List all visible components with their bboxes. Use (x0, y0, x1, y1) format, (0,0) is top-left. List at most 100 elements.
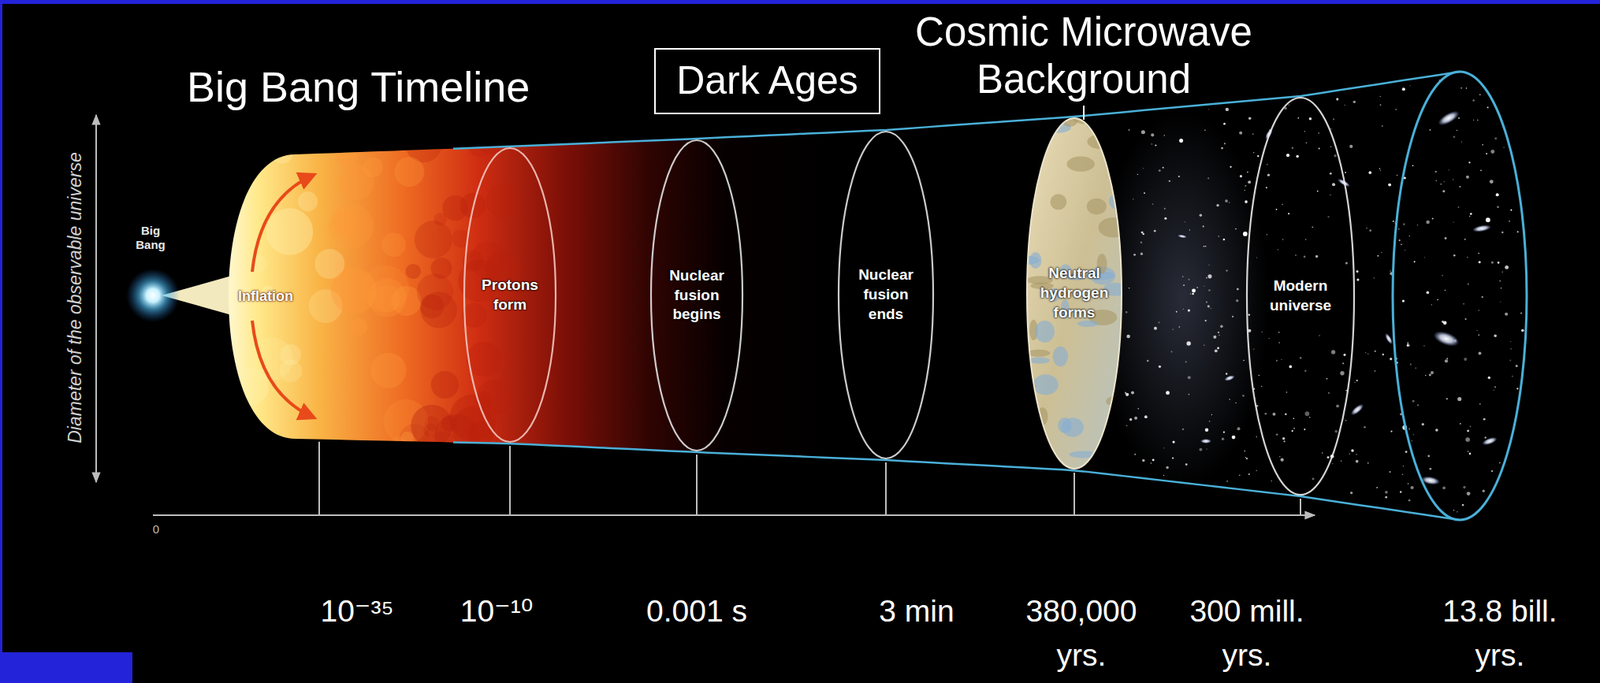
star (1267, 174, 1270, 177)
star (1125, 311, 1128, 313)
star (1268, 338, 1270, 339)
diameter-axis (95, 115, 97, 483)
star (1243, 450, 1246, 452)
era-box: Dark Ages (654, 48, 881, 115)
star (1409, 235, 1411, 238)
star (1187, 308, 1191, 312)
black-ground (2, 3, 1600, 683)
star (1402, 465, 1404, 467)
star (1477, 253, 1480, 255)
galaxy (1177, 234, 1188, 239)
star (1356, 279, 1359, 282)
star (1444, 290, 1446, 291)
ring-stroke (1246, 97, 1355, 495)
star (1287, 212, 1290, 215)
star (1182, 428, 1184, 431)
cmb-spot (1067, 156, 1095, 172)
fire-blob (486, 183, 521, 219)
star (1132, 198, 1134, 200)
cmb-spot (1102, 116, 1124, 123)
star (1462, 303, 1464, 305)
star (1374, 370, 1376, 372)
star (1355, 453, 1357, 455)
star (1295, 155, 1299, 159)
star (1356, 379, 1359, 382)
star (1126, 425, 1128, 428)
cmb-spot (1025, 140, 1041, 155)
star (1224, 142, 1226, 145)
star (1332, 118, 1335, 120)
star (1231, 316, 1234, 318)
era-label: Dark Ages (676, 58, 859, 105)
star (1355, 460, 1359, 464)
star (1350, 491, 1353, 495)
star (1345, 390, 1347, 392)
cmb-spot (1025, 447, 1048, 466)
star (1220, 324, 1224, 328)
star (1363, 426, 1366, 429)
star (1489, 179, 1494, 184)
star (1331, 349, 1336, 354)
star (1444, 359, 1448, 363)
star (1402, 299, 1405, 302)
galaxy (1349, 402, 1366, 418)
fire-blob (414, 220, 453, 259)
star (1309, 117, 1312, 120)
star (1168, 180, 1171, 183)
star (1429, 129, 1432, 131)
star (1312, 477, 1315, 480)
star (1239, 474, 1241, 477)
star (1265, 186, 1268, 189)
fire-blob (362, 157, 383, 178)
star (1431, 304, 1433, 306)
star (1128, 129, 1131, 131)
expansion-arrow (252, 320, 314, 418)
star (1402, 223, 1406, 226)
star (1424, 256, 1426, 258)
star (1131, 391, 1135, 395)
cmb-spot (1034, 320, 1055, 343)
star (1158, 169, 1161, 172)
star (1205, 245, 1207, 248)
star (1152, 458, 1155, 462)
star (1214, 349, 1218, 353)
axis-tick (695, 454, 698, 516)
star (1423, 345, 1425, 347)
star (1428, 374, 1432, 377)
star (1484, 436, 1487, 440)
cmb-spot (1026, 349, 1050, 358)
star (1257, 155, 1259, 157)
star (1280, 458, 1284, 462)
star (1495, 193, 1500, 197)
fire-blob (388, 436, 408, 456)
star (1205, 320, 1207, 322)
star (1453, 254, 1456, 257)
star (1150, 133, 1154, 137)
star (1421, 423, 1425, 426)
star (1297, 117, 1299, 120)
star (1133, 253, 1136, 257)
star (1246, 171, 1249, 174)
star (1446, 398, 1448, 400)
star (1353, 100, 1356, 104)
cmb-spot (1102, 431, 1124, 453)
star (1225, 107, 1229, 112)
star (1453, 509, 1455, 511)
star (1411, 440, 1413, 442)
star (1140, 253, 1143, 256)
star (1210, 308, 1212, 309)
star (1158, 321, 1161, 324)
cmb-spot (1053, 346, 1068, 367)
axis-label: Diameter of the observable universe (63, 116, 86, 480)
star (1142, 233, 1145, 235)
star (1224, 199, 1228, 203)
universe-cone (228, 71, 1527, 521)
star (1280, 359, 1282, 361)
star (1124, 392, 1127, 395)
cmb-spot (1061, 417, 1084, 437)
epoch-label: Nuclear fusion begins (660, 266, 734, 325)
star (1182, 275, 1184, 278)
star (1349, 145, 1353, 149)
star (1497, 261, 1500, 265)
fire-blob (443, 447, 462, 466)
